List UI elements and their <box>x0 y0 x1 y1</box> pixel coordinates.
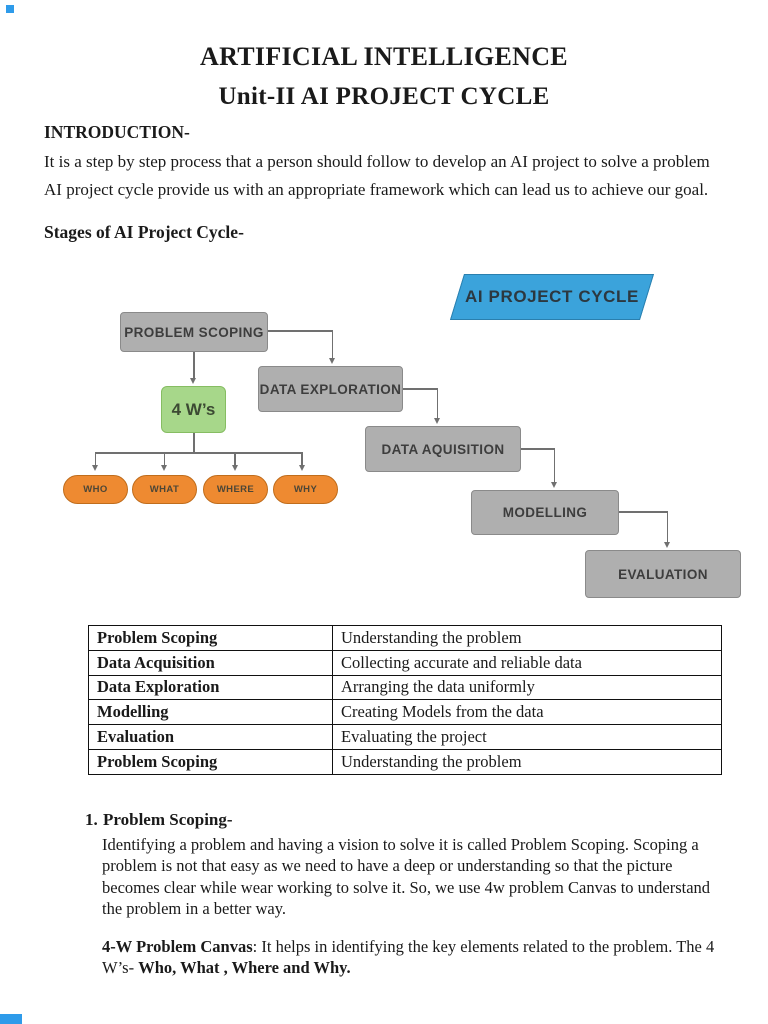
table-cell-description: Understanding the problem <box>332 625 722 651</box>
introduction-paragraph: It is a step by step process that a pers… <box>44 152 710 199</box>
ai-project-cycle-banner: AI PROJECT CYCLE <box>449 274 655 320</box>
stages-table: Problem Scoping Understanding the proble… <box>88 625 722 775</box>
connector-line <box>331 330 333 360</box>
table-cell-stage: Data Exploration <box>88 674 333 701</box>
node-problem-scoping: PROBLEM SCOPING <box>120 312 268 352</box>
page-marker-bottom-left <box>0 1014 22 1024</box>
node-who: WHO <box>63 475 128 504</box>
four-w-list-bold: Who, What , Where and Why. <box>138 958 351 978</box>
connector-line <box>95 452 303 454</box>
arrowhead-icon <box>433 418 440 424</box>
table-row: Modelling Creating Models from the data <box>88 699 722 726</box>
node-what: WHAT <box>132 475 197 504</box>
arrowhead-icon <box>92 465 98 471</box>
connector-line <box>436 388 438 420</box>
connector-line <box>193 433 195 453</box>
node-data-exploration: DATA EXPLORATION <box>258 366 403 412</box>
table-cell-description: Creating Models from the data <box>332 699 722 726</box>
arrowhead-icon <box>298 465 305 471</box>
node-modelling: MODELLING <box>471 490 619 535</box>
table-row: Problem Scoping Understanding the proble… <box>88 748 722 775</box>
table-row: Evaluation Evaluating the project <box>88 724 722 750</box>
connector-line <box>666 511 668 544</box>
connector-line <box>94 452 97 466</box>
table-cell-description: Collecting accurate and reliable data <box>332 649 722 676</box>
connector-line <box>268 330 333 332</box>
four-w-canvas-text: : It helps in identifying the key elemen… <box>102 937 715 978</box>
table-cell-stage: Problem Scoping <box>88 625 333 651</box>
arrowhead-icon <box>550 482 557 488</box>
four-w-canvas-label: 4-W Problem Canvas <box>102 937 253 956</box>
banner-label: AI PROJECT CYCLE <box>465 287 639 306</box>
table-cell-description: Understanding the problem <box>332 748 722 775</box>
connector-line <box>193 352 195 380</box>
page-marker-top-left <box>6 5 14 13</box>
arrowhead-icon <box>663 542 670 548</box>
arrowhead-icon <box>161 465 167 471</box>
arrowhead-icon <box>231 465 238 471</box>
connector-line <box>619 511 668 513</box>
table-cell-stage: Problem Scoping <box>88 748 333 775</box>
connector-line <box>403 388 438 390</box>
table-cell-description: Evaluating the project <box>332 724 722 750</box>
list-item-title: Problem Scoping- <box>103 810 233 829</box>
list-item-heading: 1. Problem Scoping- <box>85 810 233 830</box>
table-cell-description: Arranging the data uniformly <box>332 674 722 701</box>
table-row: Problem Scoping Understanding the proble… <box>88 625 722 651</box>
table-cell-stage: Modelling <box>88 699 333 726</box>
table-row: Data Acquisition Collecting accurate and… <box>88 649 722 676</box>
connector-line <box>521 448 555 450</box>
node-data-aquisition: DATA AQUISITION <box>365 426 521 472</box>
connector-line <box>234 452 236 466</box>
node-evaluation: EVALUATION <box>585 550 741 598</box>
problem-scoping-paragraph: Identifying a problem and having a visio… <box>102 835 711 918</box>
arrowhead-icon <box>328 358 335 364</box>
document-subtitle: Unit-II AI PROJECT CYCLE <box>218 83 550 110</box>
table-row: Data Exploration Arranging the data unif… <box>88 674 722 701</box>
connector-line <box>553 448 555 484</box>
list-item-number: 1. <box>85 810 98 829</box>
introduction-heading: INTRODUCTION- <box>44 122 190 142</box>
arrowhead-icon <box>190 378 196 384</box>
node-where: WHERE <box>203 475 268 504</box>
four-w-canvas-paragraph: 4-W Problem Canvas: It helps in identify… <box>102 936 718 979</box>
node-why: WHY <box>273 475 338 504</box>
connector-line <box>163 452 166 466</box>
table-cell-stage: Data Acquisition <box>88 649 333 676</box>
document-title: ARTIFICIAL INTELLIGENCE <box>200 42 568 71</box>
connector-line <box>301 452 303 466</box>
table-cell-stage: Evaluation <box>88 724 333 750</box>
node-4ws: 4 W’s <box>161 386 226 433</box>
stages-heading: Stages of AI Project Cycle- <box>44 222 244 242</box>
